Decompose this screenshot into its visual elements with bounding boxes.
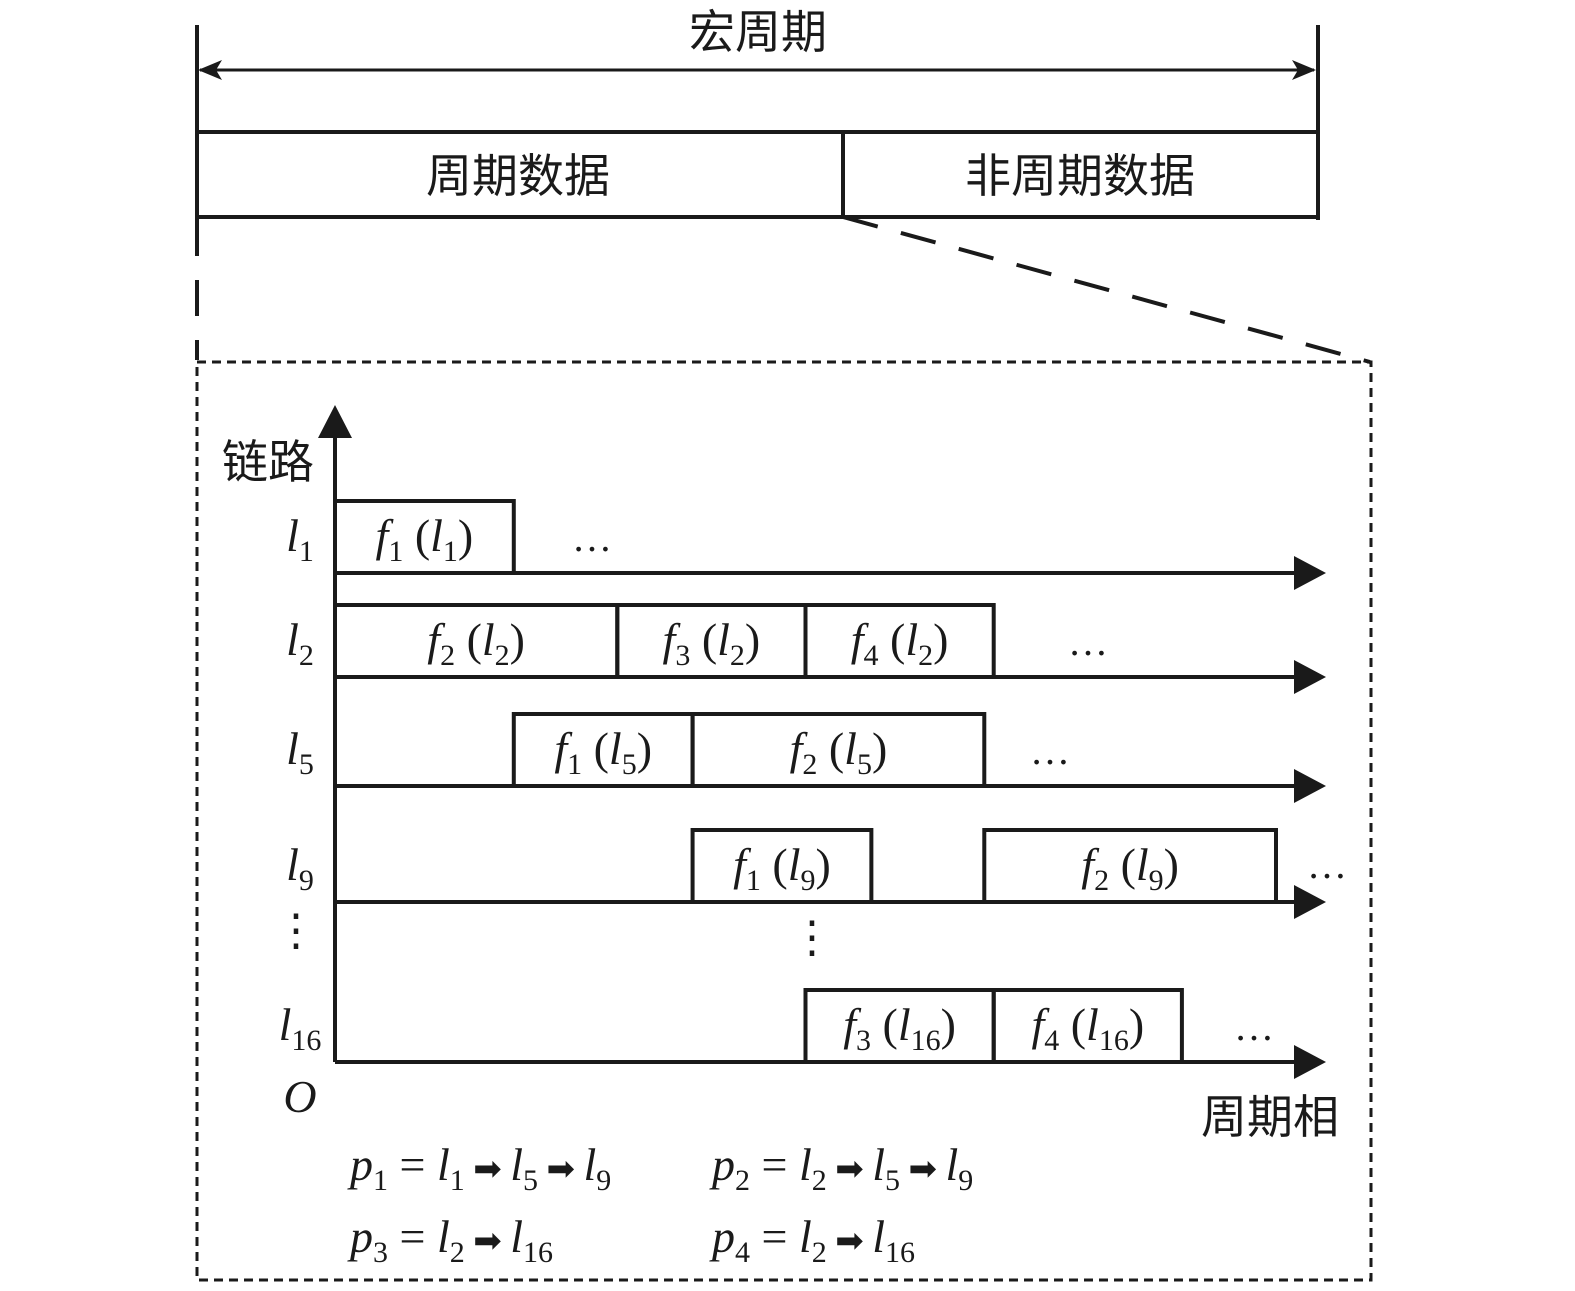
row-arrow-icon xyxy=(1294,1045,1326,1079)
frame-label: f4 (l2) xyxy=(851,614,949,672)
link-row-l2: l2 f2 (l2) f3 (l2) f4 (l2) … xyxy=(286,603,1326,694)
row-ellipsis: … xyxy=(1030,728,1070,773)
frame-label: f3 (l16) xyxy=(843,999,956,1057)
link-row-l1: l1 f1 (l1) … xyxy=(286,499,1326,590)
link-row-l9: l9 f1 (l9) f2 (l9) … xyxy=(286,828,1347,919)
link-label: l5 xyxy=(286,723,314,781)
path-p1: p1 = l1 ➡ l5 ➡ l9 xyxy=(347,1139,611,1197)
frame-box xyxy=(991,988,1184,1064)
path-p2: p2 = l2 ➡ l5 ➡ l9 xyxy=(709,1139,973,1197)
frame-box xyxy=(690,828,874,904)
row-ellipsis: … xyxy=(572,515,612,560)
link-row-l5: l5 f1 (l5) f2 (l5) … xyxy=(286,712,1326,803)
link-rows: l1 f1 (l1) … l2 f2 (l2) f3 (l2) f4 (l2) … l5 f1 (… xyxy=(279,499,1347,1079)
macro-period-bar xyxy=(195,130,1320,219)
arrowhead-right-icon xyxy=(1292,60,1316,80)
y-axis-label: 链路 xyxy=(222,435,314,489)
frame-f1-l9: f1 (l9) xyxy=(690,828,874,904)
frame-f3-l16: f3 (l16) xyxy=(803,988,996,1064)
path-p3: p3 = l2 ➡ l16 xyxy=(347,1211,553,1269)
y-axis-arrow-icon xyxy=(318,405,352,438)
row-arrow-icon xyxy=(1294,769,1326,803)
periodic-detail-box xyxy=(195,360,1373,1282)
frame-label: f2 (l5) xyxy=(790,723,888,781)
y-vertical-ellipsis: ⋮ xyxy=(274,906,318,955)
row-arrow-icon xyxy=(1294,885,1326,919)
row-ellipsis: … xyxy=(1068,619,1108,664)
row-ellipsis: … xyxy=(1307,842,1347,887)
link-label: l1 xyxy=(286,510,314,568)
frame-f1-l1: f1 (l1) xyxy=(333,499,516,575)
frame-f4-l2: f4 (l2) xyxy=(803,603,996,679)
path-definitions: p1 = l1 ➡ l5 ➡ l9 p2 = l2 ➡ l5 ➡ l9 p3 = l… xyxy=(347,1139,973,1269)
zoom-connector-right xyxy=(842,215,1371,364)
frame-label: f2 (l2) xyxy=(427,614,525,672)
frame-label: f1 (l1) xyxy=(376,510,474,568)
frame-f3-l2: f3 (l2) xyxy=(615,603,808,679)
frame-box xyxy=(982,828,1278,904)
origin-label: O xyxy=(283,1071,316,1122)
frame-f4-l16: f4 (l16) xyxy=(991,988,1184,1064)
frame-label: f2 (l9) xyxy=(1081,839,1179,897)
frame-f2-l5: f2 (l5) xyxy=(690,712,987,788)
frame-label: f4 (l16) xyxy=(1031,999,1144,1057)
frame-label: f3 (l2) xyxy=(663,614,761,672)
frame-box xyxy=(690,712,987,788)
frame-f2-l9: f2 (l9) xyxy=(982,828,1278,904)
frame-f2-l2: f2 (l2) xyxy=(333,603,620,679)
link-label: l2 xyxy=(286,614,314,672)
path-p4: p4 = l2 ➡ l16 xyxy=(709,1211,915,1269)
arrowhead-left-icon xyxy=(198,60,222,80)
frame-f1-l5: f1 (l5) xyxy=(511,712,695,788)
row-arrow-icon xyxy=(1294,660,1326,694)
frame-label: f1 (l5) xyxy=(554,723,652,781)
frame-box xyxy=(803,603,996,679)
aperiodic-data-label: 非周期数据 xyxy=(965,149,1195,203)
frames-vertical-ellipsis: ⋮ xyxy=(790,913,834,962)
link-label: l9 xyxy=(286,839,314,897)
frame-label: f1 (l9) xyxy=(733,839,831,897)
row-ellipsis: … xyxy=(1234,1004,1274,1049)
x-axis-label: 周期相 xyxy=(1201,1090,1339,1144)
link-label: l16 xyxy=(279,999,322,1057)
frame-box xyxy=(333,499,516,575)
macro-period-section: 宏周期 周期数据 非周期数据 xyxy=(195,5,1371,364)
axes: 链路 周期相 O xyxy=(222,405,1339,1144)
macro-period-label: 宏周期 xyxy=(689,5,827,59)
link-row-l16: l16 f3 (l16) f4 (l16) … xyxy=(279,988,1326,1079)
periodic-data-label: 周期数据 xyxy=(426,149,610,203)
row-arrow-icon xyxy=(1294,556,1326,590)
